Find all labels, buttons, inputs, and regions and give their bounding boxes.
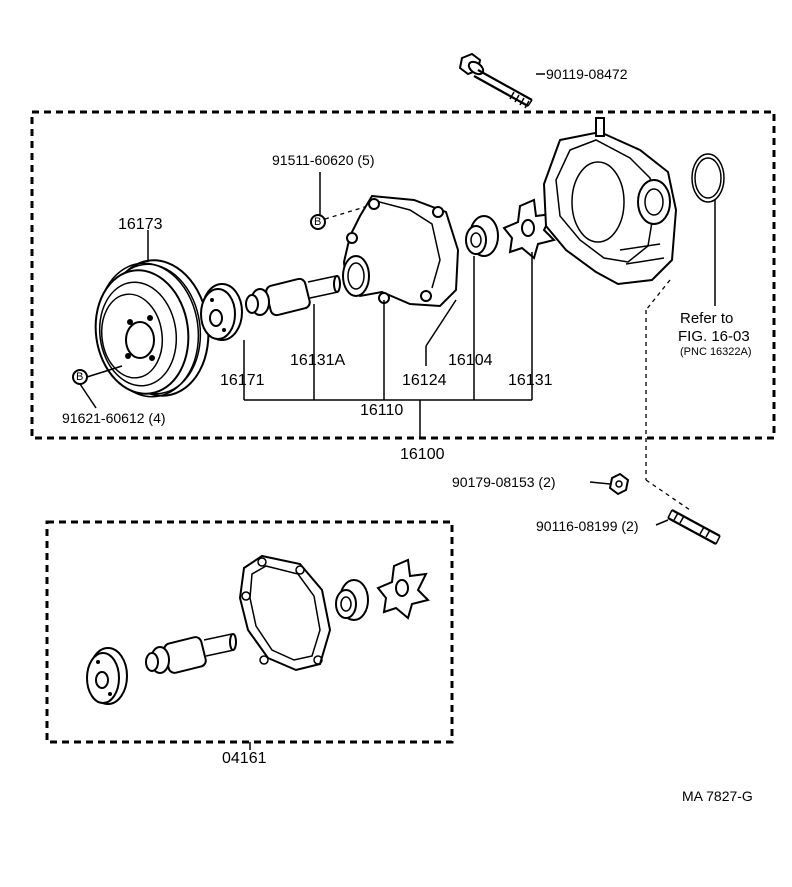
label-pump-body: 16124 xyxy=(402,372,447,389)
bolt-marker-pulley xyxy=(72,365,123,409)
label-refer-line3: (PNC 16322A) xyxy=(680,346,752,358)
label-seal: 16104 xyxy=(448,352,493,369)
o-ring-drawing xyxy=(691,153,725,306)
nut-drawing xyxy=(589,472,630,496)
housing-drawing xyxy=(542,117,678,286)
seal-drawing xyxy=(465,215,499,257)
label-gasket-kit: 04161 xyxy=(222,750,267,767)
label-bolt-set: 91511-60620 (5) xyxy=(272,152,375,168)
label-pulley: 16173 xyxy=(118,216,163,233)
impeller-drawing xyxy=(502,198,556,260)
stud-drawing xyxy=(655,509,721,545)
pump-body-drawing xyxy=(342,194,460,308)
assembly-16100-boundary xyxy=(30,110,776,440)
label-pulley-bolt: 91621-60612 (4) xyxy=(62,410,166,426)
bolt-marker-pulley-letter: B xyxy=(76,371,84,383)
flange-drawing xyxy=(200,283,243,341)
kit-gasket-drawing xyxy=(238,554,332,672)
bolt-marker-body-letter: B xyxy=(314,216,322,228)
label-top-bolt: 90119-08472 xyxy=(546,66,628,82)
figure-code: MA 7827-G xyxy=(682,788,753,804)
shaft-bearing-drawing xyxy=(245,275,341,317)
label-shaft-bearing: 16131A xyxy=(290,352,346,369)
top-bolt-drawing xyxy=(458,52,545,109)
label-stud: 90116-08199 (2) xyxy=(536,518,639,534)
label-sub-assy: 16110 xyxy=(360,402,404,419)
kit-flange-drawing xyxy=(86,647,128,705)
label-nut: 90179-08153 (2) xyxy=(452,474,556,490)
label-flange: 16171 xyxy=(220,372,265,389)
kit-seal-drawing xyxy=(335,579,369,621)
label-refer-line1: Refer to xyxy=(680,310,734,327)
kit-shaft-drawing xyxy=(145,633,237,674)
leader-lines xyxy=(243,252,691,511)
label-refer-line2: FIG. 16-03 xyxy=(678,328,750,345)
pulley-drawing xyxy=(94,230,210,398)
kit-04161-boundary xyxy=(45,520,454,744)
kit-impeller-drawing xyxy=(376,558,430,620)
label-impeller: 16131 xyxy=(508,372,553,389)
bolt-marker-body xyxy=(310,172,369,230)
label-pump-assy: 16100 xyxy=(400,446,445,463)
